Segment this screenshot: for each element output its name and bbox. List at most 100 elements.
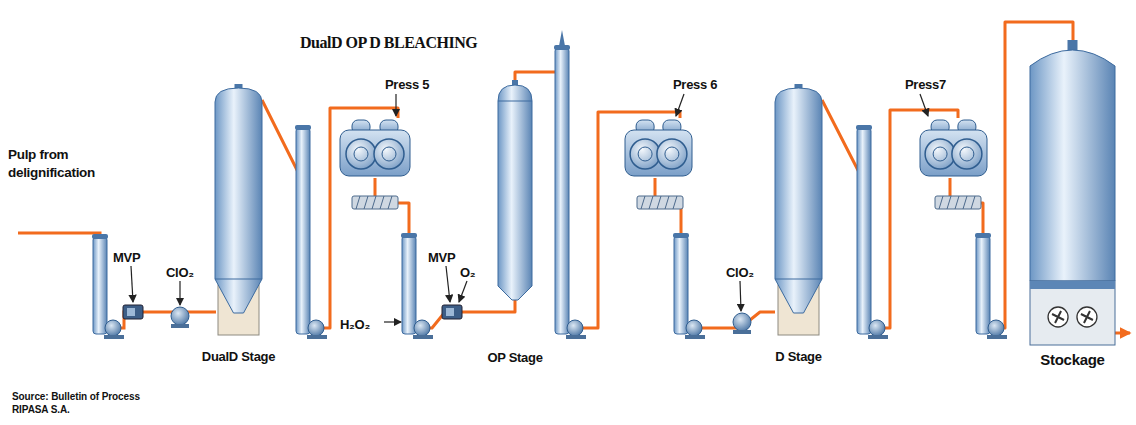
leader-arrow <box>384 321 401 322</box>
standpipe-cap <box>401 233 417 238</box>
equipment-label: MVP <box>428 251 455 266</box>
pump-base <box>868 335 888 339</box>
pump-symbol <box>105 320 121 336</box>
reactor-outline <box>498 85 532 300</box>
text-anchor: MVP <box>113 248 140 266</box>
screw-conveyor <box>637 196 683 209</box>
press-drum <box>346 139 376 169</box>
leader-arrow <box>740 281 741 311</box>
pump-base <box>733 330 751 334</box>
fan-blades <box>1081 311 1093 323</box>
leader-arrow <box>395 94 396 116</box>
chemical-label: H₂O₂ <box>340 318 370 333</box>
standpipe-cap <box>295 125 311 130</box>
mixer-symbol <box>442 305 462 319</box>
wash-press: Press7 <box>920 118 987 178</box>
tank-band <box>1030 281 1115 289</box>
press-label: Press7 <box>905 78 946 93</box>
equipment-label: MVP <box>113 251 140 266</box>
upflow-column <box>555 48 569 334</box>
drum-hub <box>382 147 396 161</box>
press-drum <box>374 139 404 169</box>
screw-conveyor <box>935 196 981 209</box>
feed-pipe <box>18 233 100 240</box>
bleaching-tower: DualD Stage <box>215 88 262 335</box>
press-outline <box>625 118 692 178</box>
standpipe-cap <box>554 45 570 50</box>
press-label: Press 6 <box>673 78 717 93</box>
press-outline <box>920 118 987 178</box>
text-anchor: MVP <box>428 248 455 266</box>
press-housing <box>625 130 692 176</box>
press-drum <box>925 139 955 169</box>
press-drum <box>952 139 982 169</box>
screw-flights <box>641 196 677 209</box>
tank-body <box>1030 50 1115 281</box>
text-anchor: Press 6 <box>673 75 717 93</box>
screw-flights <box>356 196 392 209</box>
screw-flights <box>939 196 975 209</box>
chemical-pump <box>171 307 189 325</box>
tower-seam <box>215 279 262 280</box>
press-housing <box>920 130 987 176</box>
pump-base <box>171 324 189 328</box>
outlet-pipe <box>1115 332 1130 335</box>
leader-arrow <box>131 266 133 302</box>
reactor-seam <box>498 101 532 102</box>
text-anchor: Press 5 <box>385 75 429 93</box>
pump-symbol <box>567 320 583 336</box>
chemical-label: ClO₂ <box>726 266 754 281</box>
press-housing <box>340 130 410 176</box>
drum-hub <box>960 147 974 161</box>
text-anchor: Pulp from delignification <box>8 146 128 181</box>
press-drum <box>657 139 687 169</box>
standpipe-cap <box>975 233 991 238</box>
standpipe <box>296 128 310 334</box>
text-anchor: H₂O₂ <box>340 315 370 333</box>
text-anchor: DualD OP D BLEACHING <box>300 34 477 52</box>
text-anchor: Stockage <box>1040 351 1104 369</box>
pump-symbol <box>988 320 1004 336</box>
reactor-body <box>498 85 532 300</box>
standpipe <box>402 236 416 334</box>
text-anchor: OP Stage <box>487 348 542 366</box>
pump-symbol <box>308 320 324 336</box>
chemical-label: O₂ <box>460 266 475 281</box>
standpipe <box>976 236 990 334</box>
press-outline <box>340 118 410 178</box>
diagram-title: DualD OP D BLEACHING <box>300 34 477 52</box>
inlet-label: Pulp from delignification <box>8 146 128 181</box>
chemical-label: ClO₂ <box>166 266 194 281</box>
standpipe <box>93 237 107 334</box>
tower-outline <box>215 88 262 335</box>
drum-hub <box>638 147 652 161</box>
agitator-fan <box>1077 307 1097 327</box>
tower-body <box>215 88 262 313</box>
standpipe <box>674 236 688 334</box>
pump-base <box>566 335 586 339</box>
drum-hub <box>933 147 947 161</box>
pump-base <box>685 335 705 339</box>
wash-press: Press 5 <box>340 118 410 178</box>
leader-arrow <box>446 266 450 302</box>
stage-label: OP Stage <box>487 351 542 366</box>
mixer-window <box>446 308 454 316</box>
wash-press: Press 6 <box>625 118 692 178</box>
pump-symbol <box>414 320 430 336</box>
tower-seam <box>775 279 822 280</box>
leader-arrow <box>676 94 684 116</box>
text-anchor: D Stage <box>775 347 821 365</box>
tank-outline <box>1030 40 1115 345</box>
screw-conveyor <box>352 196 398 209</box>
leader-arrow <box>179 281 180 305</box>
pump-base <box>307 335 327 339</box>
text-anchor: Source: Bulletin of Process RIPASA S.A. <box>12 390 172 416</box>
chemical-pump <box>733 313 751 331</box>
source-caption: Source: Bulletin of Process RIPASA S.A. <box>12 390 172 416</box>
text-anchor: O₂ <box>460 263 475 281</box>
agitator-fan <box>1048 307 1068 327</box>
drum-hub <box>354 147 368 161</box>
stage-label: Stockage <box>1040 351 1104 368</box>
column-vent <box>559 30 565 46</box>
